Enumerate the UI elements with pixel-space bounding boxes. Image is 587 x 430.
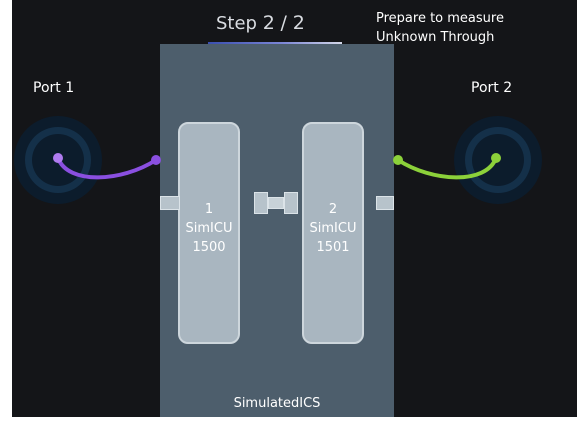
step-total: 2 — [292, 12, 305, 34]
port-2-label: Port 2 — [471, 80, 513, 96]
device-number: 1 — [204, 202, 214, 217]
through-adapter — [268, 197, 284, 209]
calibration-wizard-screen: Step 2 / 2 Prepare to measure Unknown Th… — [12, 0, 577, 417]
device-number: 2 — [328, 202, 338, 217]
device-id: 1501 — [316, 240, 350, 255]
port-1-cable-connector — [151, 155, 161, 165]
device-2-through-connector — [284, 192, 298, 214]
port-1-cable — [56, 156, 158, 180]
device-id: 1500 — [192, 240, 226, 255]
port-2-cable-plug — [491, 153, 501, 163]
calibration-device-1[interactable]: 1 SimICU 1500 — [178, 122, 240, 344]
calibration-unit-panel: 1 SimICU 1500 2 SimICU 1501 SimulatedICS — [160, 44, 394, 417]
device-2-port-connector — [376, 196, 394, 210]
port-cables-overlay — [14, 116, 542, 204]
device-name: SimICU — [309, 221, 357, 236]
instruction-line-1: Prepare to measure — [376, 11, 504, 26]
step-current: 2 — [262, 12, 275, 34]
calibration-unit-label: SimulatedICS — [233, 396, 321, 411]
step-prefix: Step — [216, 13, 257, 34]
step-progress-underline — [208, 42, 342, 44]
port-2-cable-connector — [393, 155, 403, 165]
device-1-port-connector — [160, 196, 180, 210]
step-separator: / — [280, 12, 287, 34]
device-1-through-connector — [254, 192, 268, 214]
calibration-device-2[interactable]: 2 SimICU 1501 — [302, 122, 364, 344]
device-name: SimICU — [185, 221, 233, 236]
port-2-cable — [396, 156, 498, 180]
port-1-label: Port 1 — [33, 80, 75, 96]
instruction-line-2: Unknown Through — [376, 30, 495, 45]
port-1-cable-plug — [53, 153, 63, 163]
step-indicator: Step 2 / 2 — [216, 12, 305, 34]
